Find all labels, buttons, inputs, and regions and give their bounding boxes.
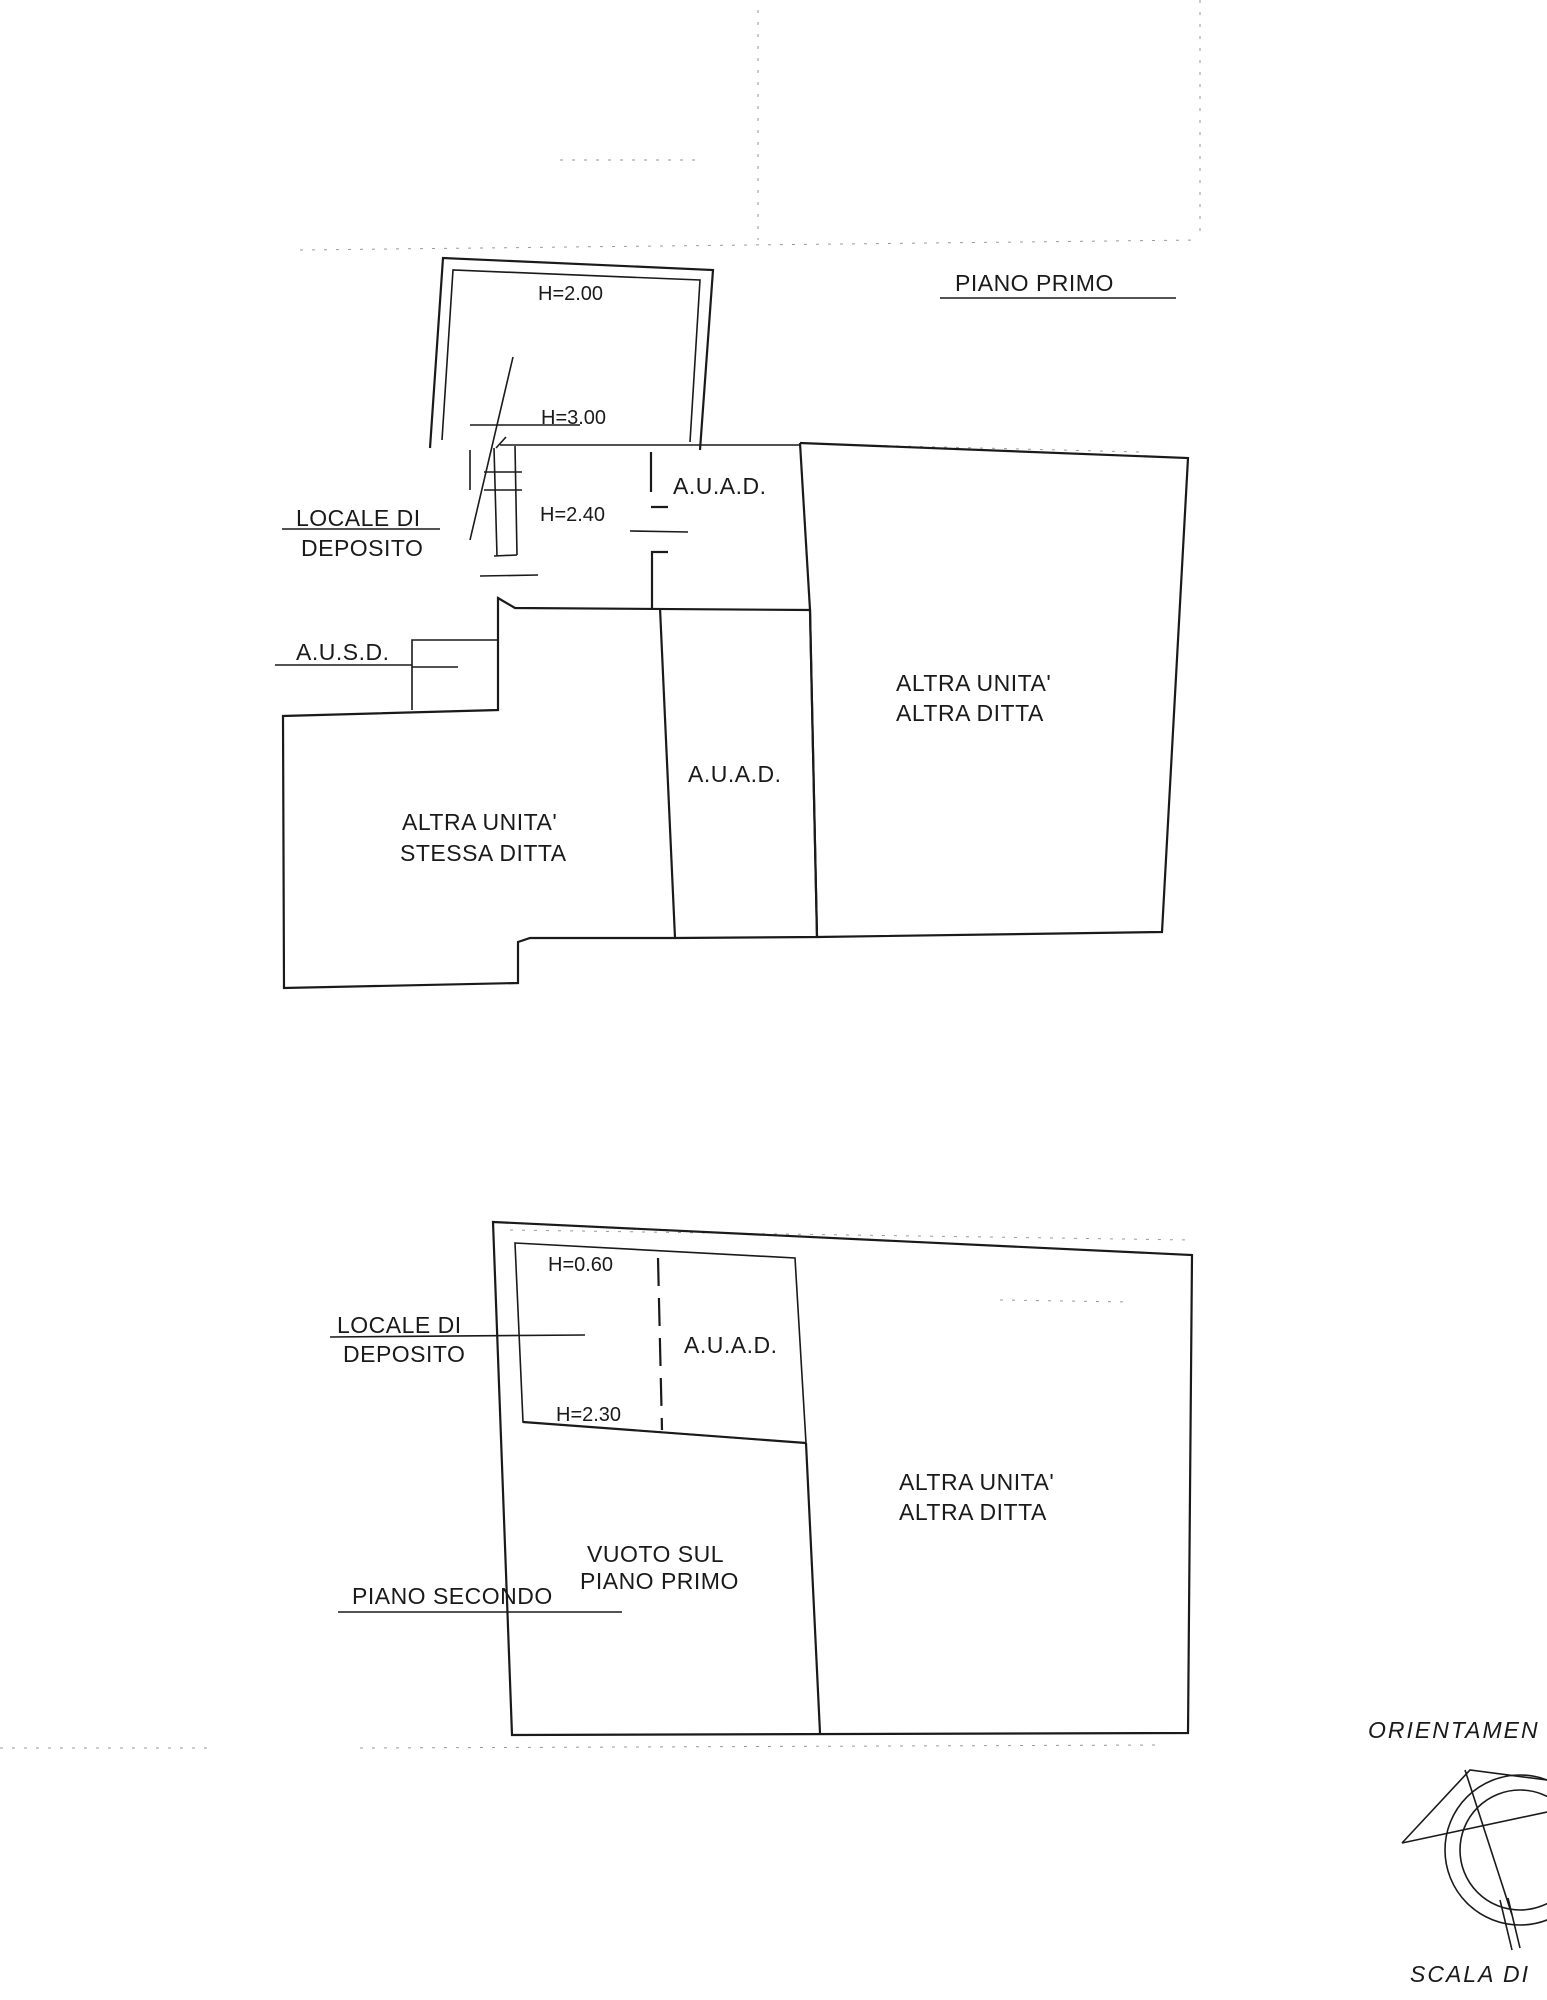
auad-label: A.U.A.D. [688, 761, 781, 787]
ausd-notch [411, 639, 498, 710]
other-owner-label-line2: ALTRA DITTA [899, 1499, 1047, 1525]
ausd-label: A.U.S.D. [296, 639, 389, 665]
north-arrow-icon [1401, 1769, 1547, 1951]
other-owner-room-outline [799, 441, 1190, 939]
storage-leader-line [329, 1334, 586, 1338]
first-floor-title: PIANO PRIMO [955, 270, 1114, 296]
auad-label: A.U.A.D. [673, 473, 766, 499]
height-label: H=2.00 [538, 283, 603, 305]
storage-label-line1: LOCALE DI [337, 1312, 462, 1338]
first-floor-plan: PIANO PRIMO H=2.00 H=3.00 H=2.40 LOCALE … [275, 256, 1190, 990]
orientation-block: ORIENTAMEN SCALA DI [1368, 1717, 1547, 1987]
other-owner-label-line1: ALTRA UNITA' [899, 1469, 1054, 1495]
other-owner-label-line2: ALTRA DITTA [896, 700, 1044, 726]
second-floor-plan: PIANO SECONDO H=0.60 H=2.30 LOCALE DI DE… [329, 1220, 1194, 1737]
height-label: H=2.40 [540, 504, 605, 526]
auad-mid-right-wall [808, 609, 819, 938]
storage-label-line2: DEPOSITO [301, 535, 423, 561]
auad-dashed-partition [656, 1257, 664, 1431]
other-owner-label-line1: ALTRA UNITA' [896, 670, 1051, 696]
upper-storage-outer-wall [428, 256, 715, 451]
same-owner-label-line1: ALTRA UNITA' [402, 809, 557, 835]
void-label-line2: PIANO PRIMO [580, 1568, 739, 1594]
auad-label: A.U.A.D. [684, 1332, 777, 1358]
void-label-line1: VUOTO SUL [587, 1541, 724, 1567]
storage-label-line2: DEPOSITO [343, 1341, 465, 1367]
scan-residue [0, 0, 1201, 1749]
second-floor-outline [491, 1220, 1194, 1737]
orientation-label: ORIENTAMEN [1368, 1717, 1540, 1743]
auad-upper-room [629, 442, 812, 611]
stair-passage [469, 356, 800, 577]
storage-label-line1: LOCALE DI [296, 505, 421, 531]
first-floor-main-outline [281, 596, 819, 990]
void-top-wall [522, 1420, 807, 1445]
upper-storage-inner-wall [441, 269, 701, 443]
same-owner-label-line2: STESSA DITTA [400, 840, 567, 866]
height-label: H=3.00 [541, 407, 606, 429]
void-divider [804, 1442, 822, 1734]
second-floor-title: PIANO SECONDO [352, 1583, 553, 1609]
auad-mid-left-wall [658, 607, 677, 939]
scale-label: SCALA DI [1410, 1961, 1530, 1987]
height-label: H=0.60 [548, 1254, 613, 1276]
height-label: H=2.30 [556, 1404, 621, 1426]
